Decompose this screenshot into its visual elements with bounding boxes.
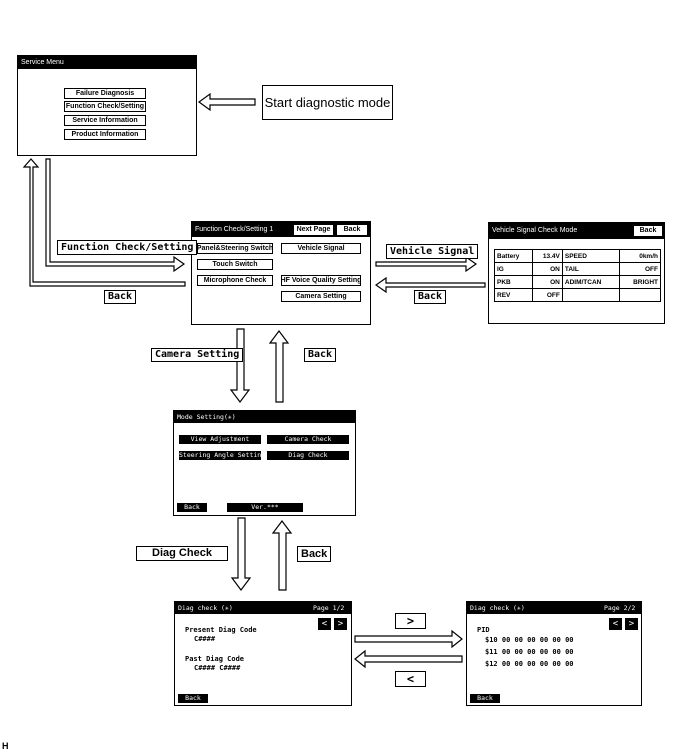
past-diag-code-label: Past Diag Code <box>185 655 245 663</box>
chevron-right-icon: > <box>628 619 635 629</box>
signal-key: TAIL <box>561 262 620 276</box>
diag-page1-title: Diag check (✳) <box>175 602 351 614</box>
signal-row: PKB ON ADIM/TCAN BRIGHT <box>494 275 662 289</box>
vehicle-signal-label: Vehicle Signal <box>386 244 479 259</box>
vehicle-signal-table: Battery 13.4V SPEED 0km/h IG ON TAIL OFF… <box>494 249 662 302</box>
start-diagnostic-mode-label: Start diagnostic mode <box>262 85 393 120</box>
diag-check-page1-screen: Diag check (✳) Page 1/2 < > Present Diag… <box>174 601 352 706</box>
microphone-check-button[interactable]: Microphone Check <box>197 275 273 286</box>
pid-row: $11 00 00 00 00 00 00 <box>485 648 574 656</box>
panel-steering-switch-button[interactable]: Panel&Steering Switch <box>196 243 274 254</box>
arrow-menu-up-outer <box>22 158 186 287</box>
arrow-function-to-signal <box>375 255 478 273</box>
diag-check-page2-screen: Diag check (✳) Page 2/2 < > PID $10 00 0… <box>466 601 642 706</box>
arrow-start-to-menu <box>197 92 256 112</box>
diag-page2-next-button[interactable]: > <box>625 618 638 630</box>
pid-label: PID <box>477 626 490 634</box>
arrow-page1-to-page2 <box>354 629 463 649</box>
service-information-button[interactable]: Service Information <box>64 115 146 126</box>
mode-setting-title: Mode Setting(✳) <box>174 411 355 423</box>
diag-page2-page: Page 2/2 <box>604 604 636 612</box>
steering-angle-setting-button[interactable]: Steering Angle Setting <box>179 451 266 460</box>
vehicle-signal-screen: Vehicle Signal Check Mode Back Battery 1… <box>488 222 665 324</box>
signal-row: REV OFF <box>494 288 662 302</box>
signal-value: OFF <box>618 262 662 276</box>
chevron-left-icon: < <box>612 619 619 629</box>
function-check-screen: Function Check/Setting 1 Next Page Back … <box>191 221 371 325</box>
signal-key: Battery <box>494 249 533 263</box>
chevron-right-icon: > <box>337 619 344 629</box>
arrow-signal-to-function <box>374 276 486 294</box>
function-back-button[interactable]: Back <box>337 225 367 235</box>
arrow-function-to-mode <box>229 328 251 403</box>
mode-setting-screen: Mode Setting(✳) View Adjustment Camera C… <box>173 410 356 516</box>
diag-page1-next-button[interactable]: > <box>334 618 347 630</box>
product-information-button[interactable]: Product Information <box>64 129 146 140</box>
next-page-arrow-label: > <box>395 613 426 629</box>
prev-page-arrow-label: < <box>395 671 426 687</box>
pid-row: $10 00 00 00 00 00 00 <box>485 636 574 644</box>
vehicle-signal-title: Vehicle Signal Check Mode <box>489 223 664 239</box>
diag-check-button[interactable]: Diag Check <box>267 451 349 460</box>
chevron-left-icon: < <box>321 619 328 629</box>
signal-key: PKB <box>494 275 533 289</box>
touch-switch-button[interactable]: Touch Switch <box>197 259 273 270</box>
signal-value <box>618 288 662 302</box>
mode-back-button[interactable]: Back <box>177 503 207 512</box>
signal-key: IG <box>494 262 533 276</box>
pid-row: $12 00 00 00 00 00 00 <box>485 660 574 668</box>
arrow-mode-to-diag <box>230 517 252 591</box>
arrow-mode-to-function <box>268 330 290 403</box>
figure-corner-label: H <box>2 741 9 751</box>
diag-page1-back-button[interactable]: Back <box>178 694 208 703</box>
diag-page1-prev-button[interactable]: < <box>318 618 331 630</box>
signal-row: Battery 13.4V SPEED 0km/h <box>494 249 662 263</box>
signal-value: 0km/h <box>618 249 662 263</box>
back-label-2: Back <box>414 290 447 304</box>
service-menu-title: Service Menu <box>18 56 196 69</box>
diag-page2-prev-button[interactable]: < <box>609 618 622 630</box>
arrow-diag-to-mode <box>271 520 293 591</box>
past-diag-code-value: C#### C#### <box>194 664 241 672</box>
signal-key: ADIM/TCAN <box>561 275 620 289</box>
diag-page1-page: Page 1/2 <box>313 604 345 612</box>
signal-value: ON <box>531 275 563 289</box>
failure-diagnosis-button[interactable]: Failure Diagnosis <box>64 88 146 99</box>
back-label-1: Back <box>104 290 137 304</box>
signal-key: REV <box>494 288 533 302</box>
vehicle-signal-back-button[interactable]: Back <box>634 226 662 236</box>
arrow-page2-to-page1 <box>354 649 463 669</box>
back-label-4: Back <box>297 546 332 562</box>
view-adjustment-button[interactable]: View Adjustment <box>179 435 261 444</box>
camera-setting-label: Camera Setting <box>151 348 244 362</box>
diag-check-label: Diag Check <box>136 546 228 561</box>
next-page-button[interactable]: Next Page <box>294 225 333 235</box>
version-label: Ver.*** <box>227 503 303 512</box>
function-check-setting-button[interactable]: Function Check/Setting <box>64 101 146 112</box>
diag-page2-title: Diag check (✳) <box>467 602 641 614</box>
hf-voice-quality-setting-button[interactable]: HF Voice Quality Setting <box>280 275 362 286</box>
camera-check-button[interactable]: Camera Check <box>267 435 349 444</box>
signal-key <box>561 288 620 302</box>
present-diag-code-value: C#### <box>194 635 216 643</box>
signal-value: 13.4V <box>531 249 563 263</box>
back-label-3: Back <box>304 348 337 362</box>
signal-value: BRIGHT <box>618 275 662 289</box>
function-check-setting-label: Function Check/Setting <box>57 240 198 255</box>
signal-value: ON <box>531 262 563 276</box>
signal-value: OFF <box>531 288 563 302</box>
present-diag-code-label: Present Diag Code <box>185 626 257 634</box>
vehicle-signal-button[interactable]: Vehicle Signal <box>281 243 361 254</box>
signal-key: SPEED <box>561 249 620 263</box>
service-menu-screen: Service Menu Failure Diagnosis Function … <box>17 55 197 156</box>
signal-row: IG ON TAIL OFF <box>494 262 662 276</box>
diag-page2-back-button[interactable]: Back <box>470 694 500 703</box>
arrow-menu-to-function <box>45 158 186 273</box>
camera-setting-button[interactable]: Camera Setting <box>281 291 361 302</box>
